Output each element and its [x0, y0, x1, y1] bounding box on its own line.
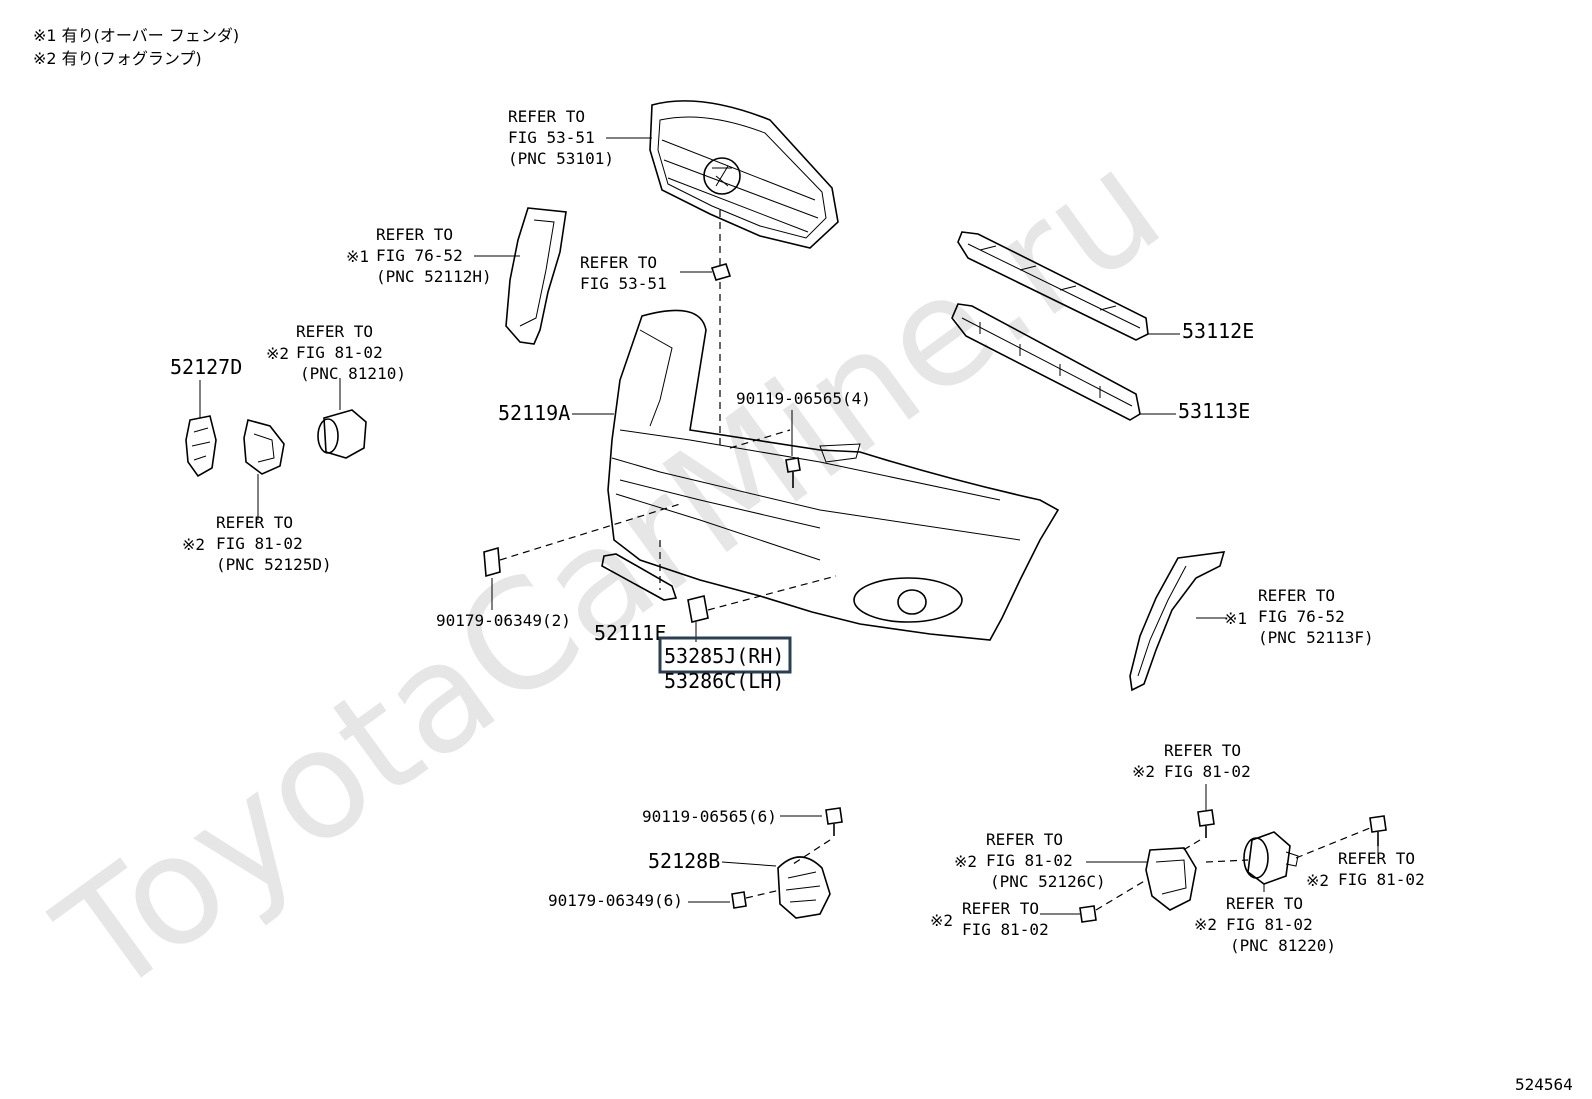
callout-bottom-e: ※2 REFER TO FIG 81-02 (PNC 81220): [1194, 894, 1336, 955]
clip-left-drawing: [483, 546, 501, 578]
svg-text:REFER TO: REFER TO: [1226, 894, 1303, 913]
svg-text:FIG 76-52: FIG 76-52: [1258, 607, 1345, 626]
svg-text:(PNC 52126C): (PNC 52126C): [990, 872, 1106, 891]
svg-text:※2: ※2: [266, 344, 289, 363]
svg-text:REFER TO: REFER TO: [1338, 849, 1415, 868]
callout-fender-right: ※1 REFER TO FIG 76-52 (PNC 52113F): [1196, 586, 1374, 647]
svg-text:(PNC 52113F): (PNC 52113F): [1258, 628, 1374, 647]
fog-cover-right-drawing: [1145, 847, 1197, 911]
svg-text:REFER TO: REFER TO: [1164, 741, 1241, 760]
callout-grille: REFER TO FIG 53-51 (PNC 53101): [508, 107, 652, 168]
svg-text:FIG 81-02: FIG 81-02: [296, 343, 383, 362]
part-bolt-top: 90119-06565(4): [736, 389, 871, 408]
fog-cover-left-drawing: [243, 419, 285, 475]
svg-text:FIG 53-51: FIG 53-51: [508, 128, 595, 147]
grille-53113E-drawing: [951, 303, 1141, 421]
part-52127D: 52127D: [170, 355, 242, 379]
clip-br-drawing: [1079, 905, 1097, 923]
svg-text:※2: ※2: [1194, 915, 1217, 934]
svg-text:(PNC 52112H): (PNC 52112H): [376, 267, 492, 286]
over-fender-right-drawing: [1129, 551, 1226, 692]
svg-text:REFER TO: REFER TO: [580, 253, 657, 272]
svg-text:(PNC 52125D): (PNC 52125D): [216, 555, 332, 574]
part-bolt-bottom: 90119-06565(6): [642, 807, 777, 826]
svg-text:※2: ※2: [954, 852, 977, 871]
svg-text:FIG 81-02: FIG 81-02: [1338, 870, 1425, 889]
callout-cover-left: ※2 REFER TO FIG 81-02 (PNC 52125D): [182, 513, 332, 574]
clip-bottom-drawing: [731, 891, 747, 909]
fog-lamp-lower-drawing: [1243, 831, 1299, 885]
fog-lamp-upper-drawing: [317, 409, 367, 459]
bolt-far-right-drawing: [1369, 815, 1387, 846]
radiator-grille-drawing: [649, 100, 839, 249]
bolt-top-drawing: [785, 457, 801, 488]
clip-top-drawing: [710, 210, 732, 448]
over-fender-left-drawing: [505, 207, 567, 345]
svg-text:REFER TO: REFER TO: [508, 107, 585, 126]
part-clip-left: 90179-06349(2): [436, 611, 571, 630]
svg-text:※1: ※1: [346, 247, 369, 266]
part-53112E: 53112E: [1182, 319, 1254, 343]
callout-bottom-d: ※2 REFER TO FIG 81-02: [1306, 849, 1425, 890]
svg-text:※2: ※2: [1306, 871, 1329, 890]
svg-text:(PNC 81220): (PNC 81220): [1230, 936, 1336, 955]
svg-text:REFER TO: REFER TO: [376, 225, 453, 244]
svg-text:(PNC 81210): (PNC 81210): [300, 364, 406, 383]
svg-text:REFER TO: REFER TO: [1258, 586, 1335, 605]
note-2: ※2 有り(フォグランプ): [33, 49, 202, 68]
callout-clip-top: REFER TO FIG 53-51: [580, 253, 712, 293]
bolt-br-drawing: [1197, 809, 1215, 838]
highlight-53285J[interactable]: [658, 636, 792, 674]
svg-text:FIG 53-51: FIG 53-51: [580, 274, 667, 293]
part-53286C: 53286C(LH): [664, 669, 784, 693]
diagram-id: 524564: [1515, 1075, 1573, 1094]
svg-text:FIG 76-52: FIG 76-52: [376, 246, 463, 265]
moulding-52111F-drawing: [601, 553, 678, 601]
callout-bottom-c: ※2 REFER TO FIG 81-02: [930, 899, 1049, 939]
part-52119A: 52119A: [498, 401, 570, 425]
svg-text:REFER TO: REFER TO: [962, 899, 1039, 918]
svg-text:FIG 81-02: FIG 81-02: [986, 851, 1073, 870]
part-53285J[interactable]: 53285J(RH): [664, 644, 784, 668]
svg-text:REFER TO: REFER TO: [296, 322, 373, 341]
svg-text:(PNC 53101): (PNC 53101): [508, 149, 614, 168]
svg-text:FIG 81-02: FIG 81-02: [216, 534, 303, 553]
callout-fog-upper: ※2 REFER TO FIG 81-02 (PNC 81210): [266, 322, 406, 383]
svg-text:REFER TO: REFER TO: [986, 830, 1063, 849]
part-53113E: 53113E: [1178, 399, 1250, 423]
tow-hook-cover-drawing: [687, 595, 709, 623]
grille-53112E-drawing: [957, 231, 1149, 341]
svg-text:FIG 81-02: FIG 81-02: [962, 920, 1049, 939]
svg-text:FIG 81-02: FIG 81-02: [1226, 915, 1313, 934]
bolt-bottom-drawing: [825, 807, 843, 836]
callout-bottom-b: ※2 REFER TO FIG 81-02 (PNC 52126C): [954, 830, 1106, 891]
note-1: ※1 有り(オーバー フェンダ): [33, 26, 239, 45]
svg-text:※2: ※2: [1132, 762, 1155, 781]
svg-text:※2: ※2: [182, 535, 205, 554]
callout-fender-left: ※1 REFER TO FIG 76-52 (PNC 52112H): [346, 225, 520, 286]
fog-bezel-52127D-drawing: [185, 415, 217, 478]
part-52111F: 52111F: [594, 621, 666, 645]
svg-text:REFER TO: REFER TO: [216, 513, 293, 532]
part-52128B: 52128B: [648, 849, 720, 873]
svg-text:※1: ※1: [1224, 609, 1247, 628]
callout-bottom-a: ※2 REFER TO FIG 81-02: [1132, 741, 1251, 781]
front-bumper-cover-drawing: [607, 309, 1060, 641]
svg-text:※2: ※2: [930, 911, 953, 930]
fog-bezel-52128B-drawing: [777, 856, 831, 919]
svg-text:FIG 81-02: FIG 81-02: [1164, 762, 1251, 781]
part-clip-bottom: 90179-06349(6): [548, 891, 683, 910]
